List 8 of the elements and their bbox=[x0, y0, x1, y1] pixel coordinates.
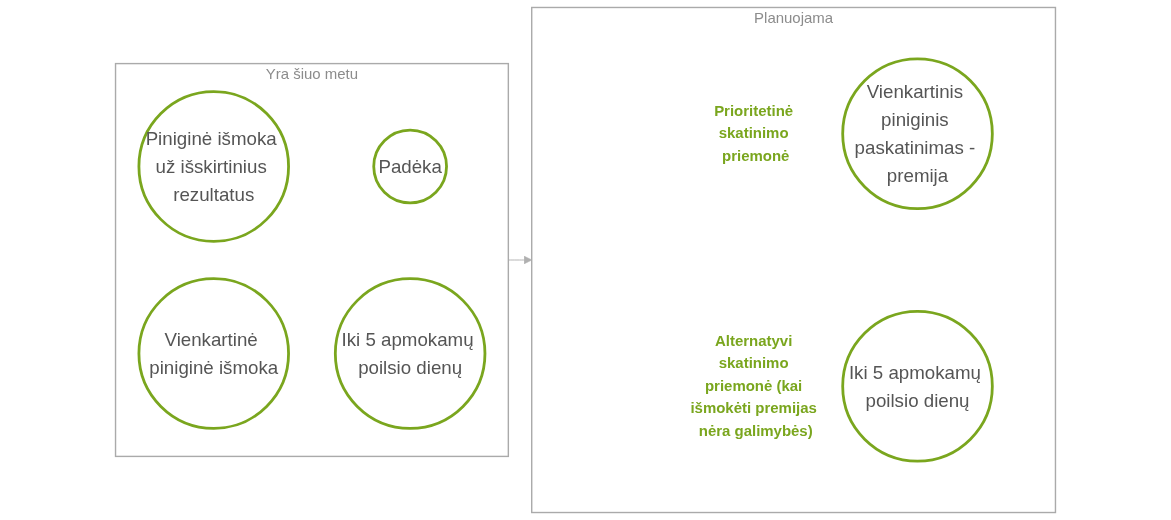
node-label: Alternatyvi skatinimo priemonė (kai išmokėti premijas nėra galimybės) bbox=[690, 332, 817, 439]
node-circle: Vienkartinė piniginė išmoka bbox=[137, 277, 290, 430]
node-circle: Padėka bbox=[372, 128, 448, 205]
node-circle: Vienkartinis piniginis paskatinimas - premija bbox=[841, 57, 994, 210]
node-circle: Iki 5 apmokamų poilsio dienų bbox=[841, 310, 994, 463]
node-label: Prioritetinė skatinimo priemonė bbox=[714, 102, 794, 164]
node-circle: Piniginė išmoka už išskirtinius rezultatus bbox=[137, 90, 290, 243]
node-circle: Iki 5 apmokamų poilsio dienų bbox=[333, 277, 487, 430]
